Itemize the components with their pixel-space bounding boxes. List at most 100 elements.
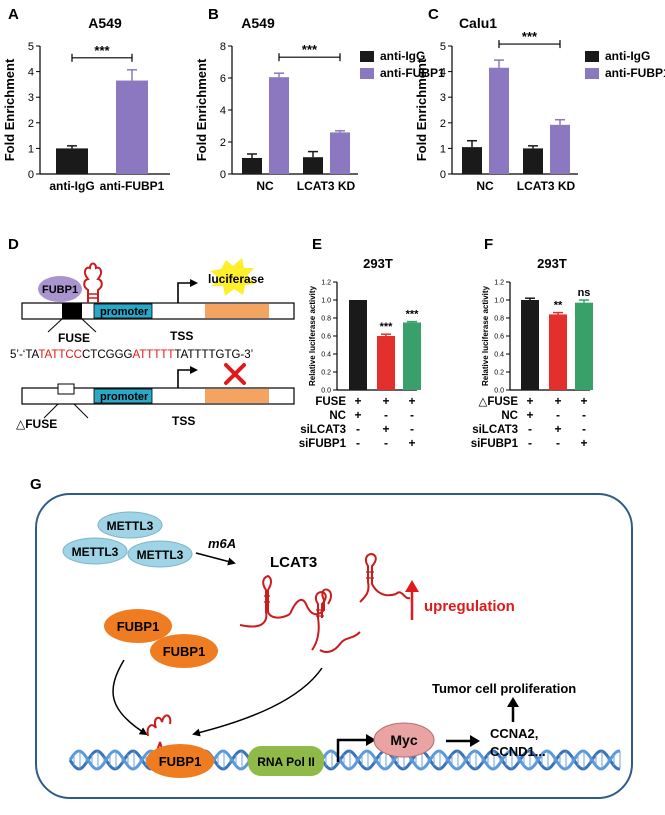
bar-C-3 xyxy=(550,124,570,174)
table-cell-E-1-2: - xyxy=(410,408,414,422)
table-cell-F-3-1: - xyxy=(556,436,560,450)
targets-line-2: CCND1... xyxy=(490,744,546,759)
y-tick-label-B-4: 8 xyxy=(220,41,226,53)
bar-B-3 xyxy=(330,132,350,174)
fubp1-label-1: FUBP1 xyxy=(117,619,160,634)
bar-E-2 xyxy=(403,322,421,390)
fubp1-to-dna-arrow xyxy=(112,659,148,736)
bar-C-1 xyxy=(489,67,509,174)
y-axis-label-B: Fold Enrichment xyxy=(194,58,209,161)
table-row-label-E-0: FUSE xyxy=(315,396,346,408)
table-cell-F-1-0: + xyxy=(526,408,533,422)
mettl3-label-3: METTL3 xyxy=(137,548,184,562)
category-label-A-0: anti-IgG xyxy=(49,179,94,193)
y-tick-label-A-0: 0 xyxy=(28,169,34,181)
legend-swatch-C-1 xyxy=(585,68,599,79)
mettl3-label-2: METTL3 xyxy=(72,545,119,559)
y-tick-label-C-2: 2 xyxy=(440,118,446,130)
y-tick-label-F-0: 0.0 xyxy=(494,388,504,395)
fubp1-label-2: FUBP1 xyxy=(163,644,206,659)
y-axis-label-C: Fold Enrichment xyxy=(414,58,429,161)
bar-B-2 xyxy=(303,157,323,174)
rna-pol-ii-shape xyxy=(248,746,324,776)
table-cell-E-3-1: - xyxy=(384,436,388,450)
panel-letter-a: A xyxy=(8,6,19,23)
y-tick-label-A-5: 5 xyxy=(28,41,34,53)
y-tick-label-E-1: 0.2 xyxy=(321,370,331,377)
table-cell-E-0-0: + xyxy=(354,394,361,408)
y-tick-label-C-3: 3 xyxy=(440,92,446,104)
myc-ellipse xyxy=(373,722,435,758)
table-cell-E-0-1: + xyxy=(382,394,389,408)
chart-title-C: Calu1 xyxy=(459,15,497,31)
fuse-box xyxy=(62,303,82,319)
promoter-label: promoter xyxy=(100,306,149,318)
bar-C-0 xyxy=(462,147,482,174)
group-label-B-1: LCAT3 KD xyxy=(297,179,356,193)
panel-letter-c: C xyxy=(428,6,439,23)
lcat3-bound-hairpin-icon xyxy=(146,714,172,737)
mettl3-ellipse-1 xyxy=(97,511,163,539)
y-tick-label-F-3: 0.6 xyxy=(494,334,504,341)
m6a-label: m6A xyxy=(208,536,236,551)
y-tick-label-F-1: 0.2 xyxy=(494,370,504,377)
m6a-arrow xyxy=(195,552,236,566)
tss-arrow xyxy=(177,279,198,303)
table-cell-F-0-0: + xyxy=(526,394,533,408)
y-tick-label-B-3: 6 xyxy=(220,73,226,85)
table-row-label-E-2: siLCAT3 xyxy=(300,424,346,436)
cell-boundary xyxy=(35,493,633,799)
table-row-label-E-3: siFUBP1 xyxy=(299,438,347,450)
fubp1-bound-ellipse xyxy=(146,744,214,778)
table-row-label-F-2: siLCAT3 xyxy=(472,424,518,436)
luciferase-label: luciferase xyxy=(208,272,264,286)
lcat3-rna-cluster xyxy=(239,552,411,653)
fuse-seq-part-3: ATTTTT xyxy=(132,349,174,361)
y-tick-label-F-6: 1.2 xyxy=(494,280,504,287)
y-axis-label-E: Relative luciferase activity xyxy=(308,285,317,386)
promoter-label-2: promoter xyxy=(100,391,149,403)
bar-E-1 xyxy=(377,336,395,390)
panel-g-diagram: METTL3 METTL3 METTL3 m6A LCAT3 upregulat… xyxy=(35,493,633,799)
table-row-label-F-3: siFUBP1 xyxy=(471,438,519,450)
mettl3-ellipse-2 xyxy=(62,537,128,565)
table-cell-F-2-2: - xyxy=(582,422,586,436)
bar-annotation-E-1: *** xyxy=(380,321,394,333)
chart-title-E: 293T xyxy=(363,256,393,271)
group-label-C-1: LCAT3 KD xyxy=(517,179,576,193)
bar-A-1 xyxy=(116,80,148,174)
bar-F-1 xyxy=(549,314,567,390)
category-label-A-1: anti-FUBP1 xyxy=(100,179,165,193)
y-tick-label-E-4: 0.8 xyxy=(321,316,331,323)
legend-label-B-1: anti-FUBP1 xyxy=(380,66,445,80)
table-cell-F-0-1: + xyxy=(554,394,561,408)
rna-pol-ii-label: RNA Pol II xyxy=(257,755,315,769)
tss-arrow-2 xyxy=(177,366,198,388)
table-cell-E-1-0: + xyxy=(354,408,361,422)
chart-title-A: A549 xyxy=(88,15,122,31)
fuse-seq-part-2: CTCGGG xyxy=(82,349,133,361)
sig-label-B-0: *** xyxy=(302,42,318,57)
bar-C-2 xyxy=(523,148,543,174)
no-signal-x-icon xyxy=(224,363,246,385)
table-cell-E-3-0: - xyxy=(356,436,360,450)
mettl3-ellipse-3 xyxy=(127,540,193,568)
y-axis-label-A: Fold Enrichment xyxy=(2,58,17,161)
table-cell-F-3-2: + xyxy=(580,436,587,450)
y-tick-label-B-1: 2 xyxy=(220,137,226,149)
y-tick-label-C-4: 4 xyxy=(440,67,446,79)
y-tick-label-B-0: 0 xyxy=(220,169,226,181)
y-tick-label-F-5: 1.0 xyxy=(494,298,504,305)
legend-label-B-0: anti-IgG xyxy=(380,49,425,63)
bar-annotation-F-2: ns xyxy=(578,287,591,299)
table-cell-E-2-1: + xyxy=(382,422,389,436)
fubp1-ellipse-1 xyxy=(104,609,172,643)
sig-label-A-0: *** xyxy=(94,43,110,58)
y-tick-label-C-1: 1 xyxy=(440,143,446,155)
panel-letter-g: G xyxy=(30,476,42,493)
table-row-label-F-1: NC xyxy=(501,410,518,422)
panel-d-diagram: promoter TSS luciferase FUBP1 FUSE 5’-‘T… xyxy=(10,258,295,431)
promoter-box xyxy=(93,303,153,319)
